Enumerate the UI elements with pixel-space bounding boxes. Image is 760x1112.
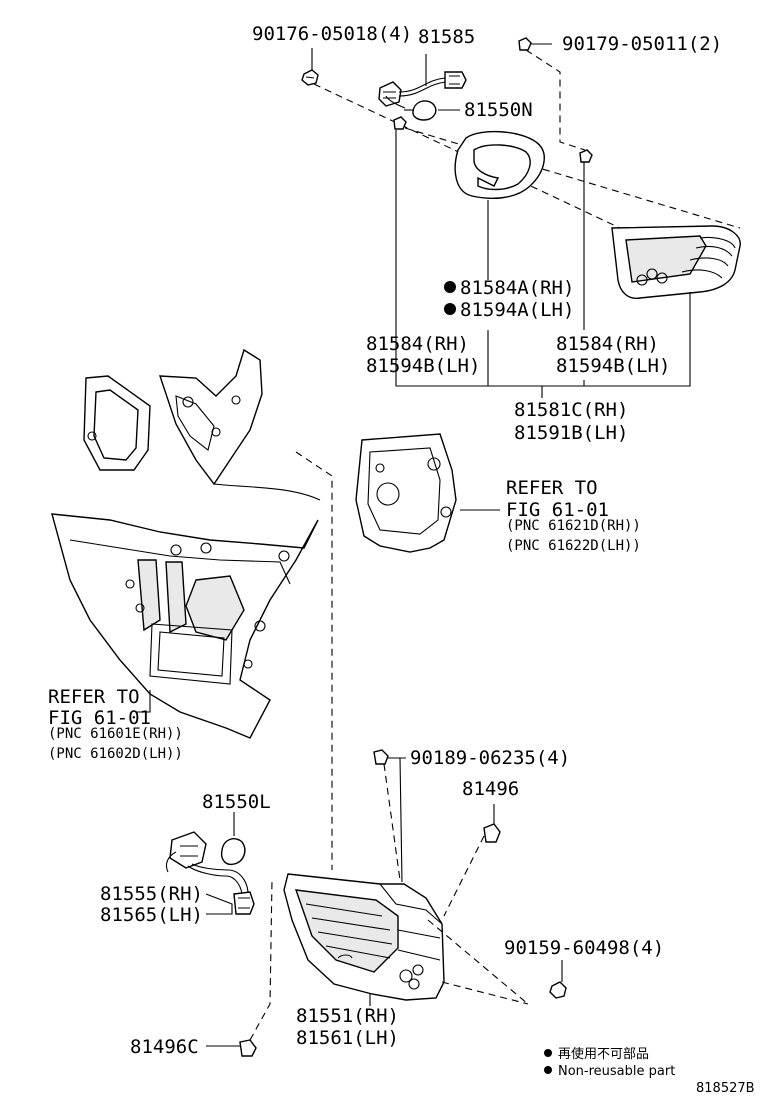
label-81594a-lh: 81594A(LH) [460,299,574,321]
non-reusable-mark-2 [444,303,456,315]
label-81584a-rh: 81584A(RH) [460,277,574,299]
label-pnc-61601e: (PNC 61601E(RH)) [48,726,183,742]
label-refer-to-right: REFER TO [506,477,598,499]
label-81565-lh: 81565(LH) [100,904,203,926]
body-inner-panel [51,513,319,739]
label-90176-05018: 90176-05018(4) [252,23,412,45]
label-81584-rh-right: 81584(RH) [556,333,659,355]
label-fig-61-01-right: FIG 61-01 [506,499,609,521]
body-upper-section [159,348,321,501]
label-pnc-61621d: (PNC 61621D(RH)) [506,518,641,534]
grommet-90179[interactable] [393,37,593,163]
body-bracket-right [355,433,457,553]
body-bracket-left [83,375,151,471]
label-81594b-lh-right: 81594B(LH) [556,355,670,377]
label-81555-rh: 81555(RH) [100,883,203,905]
clip-81496c[interactable] [239,1039,257,1057]
lamp-81551[interactable] [283,873,445,1001]
label-81550n: 81550N [464,99,533,121]
lamp-81581c[interactable] [611,225,741,299]
label-90179-05011: 90179-05011(2) [562,33,722,55]
label-refer-to-left: REFER TO [48,686,140,708]
non-reusable-mark-1 [444,281,456,293]
label-81584-rh-left: 81584(RH) [366,333,469,355]
label-90159-60498: 90159-60498(4) [504,937,664,959]
label-81496c: 81496C [130,1036,199,1058]
label-81561-lh: 81561(LH) [296,1027,399,1049]
label-81594b-lh-left: 81594B(LH) [366,355,480,377]
label-fig-61-01-left: FIG 61-01 [48,707,151,729]
label-81585: 81585 [418,26,475,48]
bulb-81550l[interactable] [220,838,246,866]
socket-wire-81555[interactable] [165,831,255,915]
nut-81496[interactable] [483,823,501,843]
screw-90159[interactable] [549,981,567,999]
label-81550l: 81550L [202,791,271,813]
gasket-81584a[interactable] [454,130,545,199]
legend-bullet-jp [544,1049,552,1057]
label-81496: 81496 [462,778,519,800]
label-81581c-rh: 81581C(RH) [514,399,628,421]
legend-bullet-en [544,1066,552,1074]
figure-id: 818527B [696,1081,755,1096]
screw-90176[interactable] [301,69,319,86]
legend-en: Non-reusable part [558,1064,675,1079]
bulb-81550n[interactable] [404,100,437,121]
label-90189-06235: 90189-06235(4) [410,747,570,769]
label-81551-rh: 81551(RH) [296,1005,399,1027]
label-81591b-lh: 81591B(LH) [514,422,628,444]
socket-wire-81585[interactable] [378,71,467,109]
label-pnc-61602d: (PNC 61602D(LH)) [48,746,183,762]
label-pnc-61622d: (PNC 61622D(LH)) [506,538,641,554]
legend-jp: 再使用不可部品 [558,1046,649,1062]
screw-90189[interactable] [373,749,389,765]
